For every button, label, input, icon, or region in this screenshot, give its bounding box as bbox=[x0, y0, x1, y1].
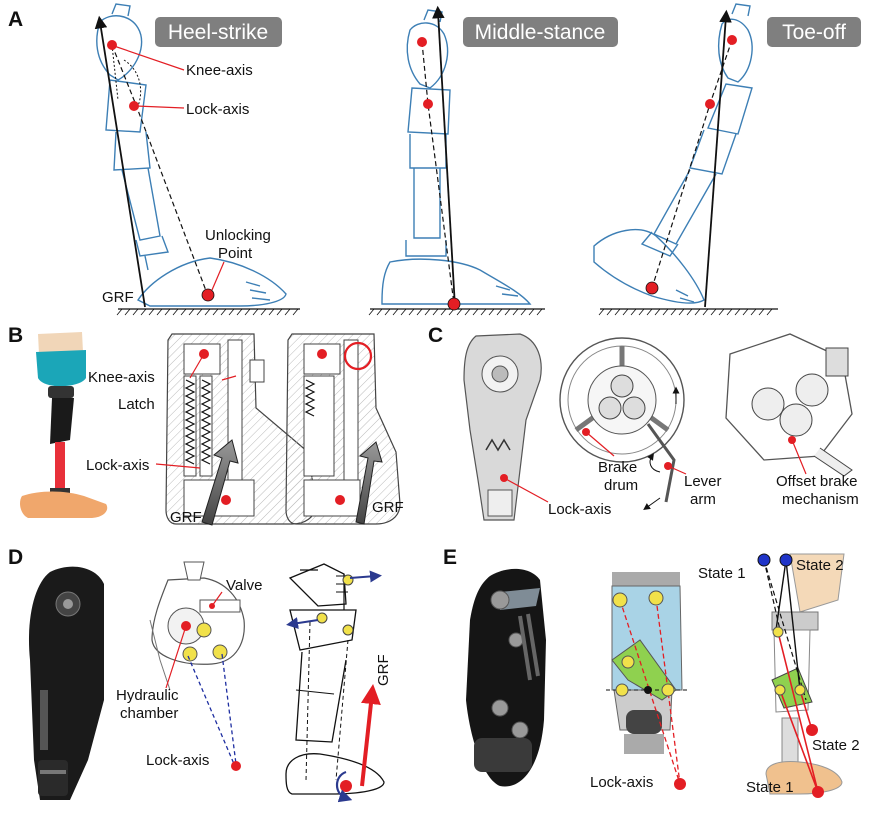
d-prosthesis-photo bbox=[28, 566, 104, 800]
panel-e-letter: E bbox=[443, 546, 457, 569]
label-state1-bottom: State 1 bbox=[746, 779, 794, 796]
label-lock-axis-d: Lock-axis bbox=[146, 752, 209, 769]
panel-b-letter: B bbox=[8, 324, 23, 347]
svg-text:Heel-strike: Heel-strike bbox=[168, 21, 268, 44]
leg-middle-stance bbox=[381, 5, 532, 311]
panel-e: E bbox=[443, 546, 860, 798]
label-unlocking-point-l1: Unlocking bbox=[205, 227, 271, 244]
c-offset-brake bbox=[725, 333, 853, 477]
panel-d-letter: D bbox=[8, 546, 23, 569]
d-leg-schematic bbox=[285, 563, 385, 803]
svg-text:Toe-off: Toe-off bbox=[782, 21, 846, 44]
panel-c-letter: C bbox=[428, 324, 443, 347]
label-unlocking-point-l2: Point bbox=[218, 245, 253, 262]
c-brake-drum bbox=[559, 337, 685, 511]
c-knee-housing bbox=[463, 333, 542, 521]
label-brake-drum-l2: drum bbox=[604, 477, 638, 494]
label-state2-bottom: State 2 bbox=[812, 737, 860, 754]
e-knee-photo bbox=[466, 568, 546, 787]
panel-a: A bbox=[8, 3, 861, 316]
label-grf-b1: GRF bbox=[170, 509, 202, 526]
label-state2-top: State 2 bbox=[796, 557, 844, 574]
label-grf-a: GRF bbox=[102, 289, 134, 306]
panel-a-letter: A bbox=[8, 8, 23, 31]
d-hydraulic-drawing bbox=[149, 561, 245, 771]
svg-text:Middle-stance: Middle-stance bbox=[475, 21, 606, 44]
label-valve: Valve bbox=[226, 577, 262, 594]
e-linkage-schematic bbox=[606, 572, 690, 790]
label-lock-axis-e: Lock-axis bbox=[590, 774, 653, 791]
panel-d: D bbox=[8, 546, 392, 803]
label-grf-b2: GRF bbox=[372, 499, 404, 516]
label-hydraulic-chamber-l1: Hydraulic bbox=[116, 687, 179, 704]
label-lever-arm-l2: arm bbox=[690, 491, 716, 508]
phase-pill-middle-stance: Middle-stance bbox=[463, 17, 618, 47]
b-prosthesis-photo bbox=[20, 332, 108, 518]
leg-heel-strike bbox=[94, 3, 287, 308]
b-mechanism-right bbox=[285, 333, 401, 525]
label-knee-axis-a: Knee-axis bbox=[186, 62, 253, 79]
label-lever-arm-l1: Lever bbox=[684, 473, 722, 490]
leg-toe-off bbox=[593, 3, 753, 308]
label-offset-brake-l2: mechanism bbox=[782, 491, 859, 508]
panel-b: B bbox=[8, 324, 404, 526]
panel-c: C bbox=[428, 324, 859, 521]
label-lock-axis-c: Lock-axis bbox=[548, 501, 611, 518]
ground-lines bbox=[116, 308, 778, 316]
label-hydraulic-chamber-l2: chamber bbox=[120, 705, 178, 722]
phase-pill-toe-off: Toe-off bbox=[767, 17, 861, 47]
label-knee-axis-b: Knee-axis bbox=[88, 369, 155, 386]
label-lock-axis-a: Lock-axis bbox=[186, 101, 249, 118]
e-state-schematic bbox=[757, 553, 845, 798]
label-offset-brake-l1: Offset brake bbox=[776, 473, 857, 490]
label-state1-top: State 1 bbox=[698, 565, 746, 582]
label-grf-d: GRF bbox=[375, 654, 392, 686]
phase-pill-heel-strike: Heel-strike bbox=[155, 17, 282, 47]
label-lock-axis-b: Lock-axis bbox=[86, 457, 149, 474]
label-brake-drum-l1: Brake bbox=[598, 459, 637, 476]
label-latch: Latch bbox=[118, 396, 155, 413]
